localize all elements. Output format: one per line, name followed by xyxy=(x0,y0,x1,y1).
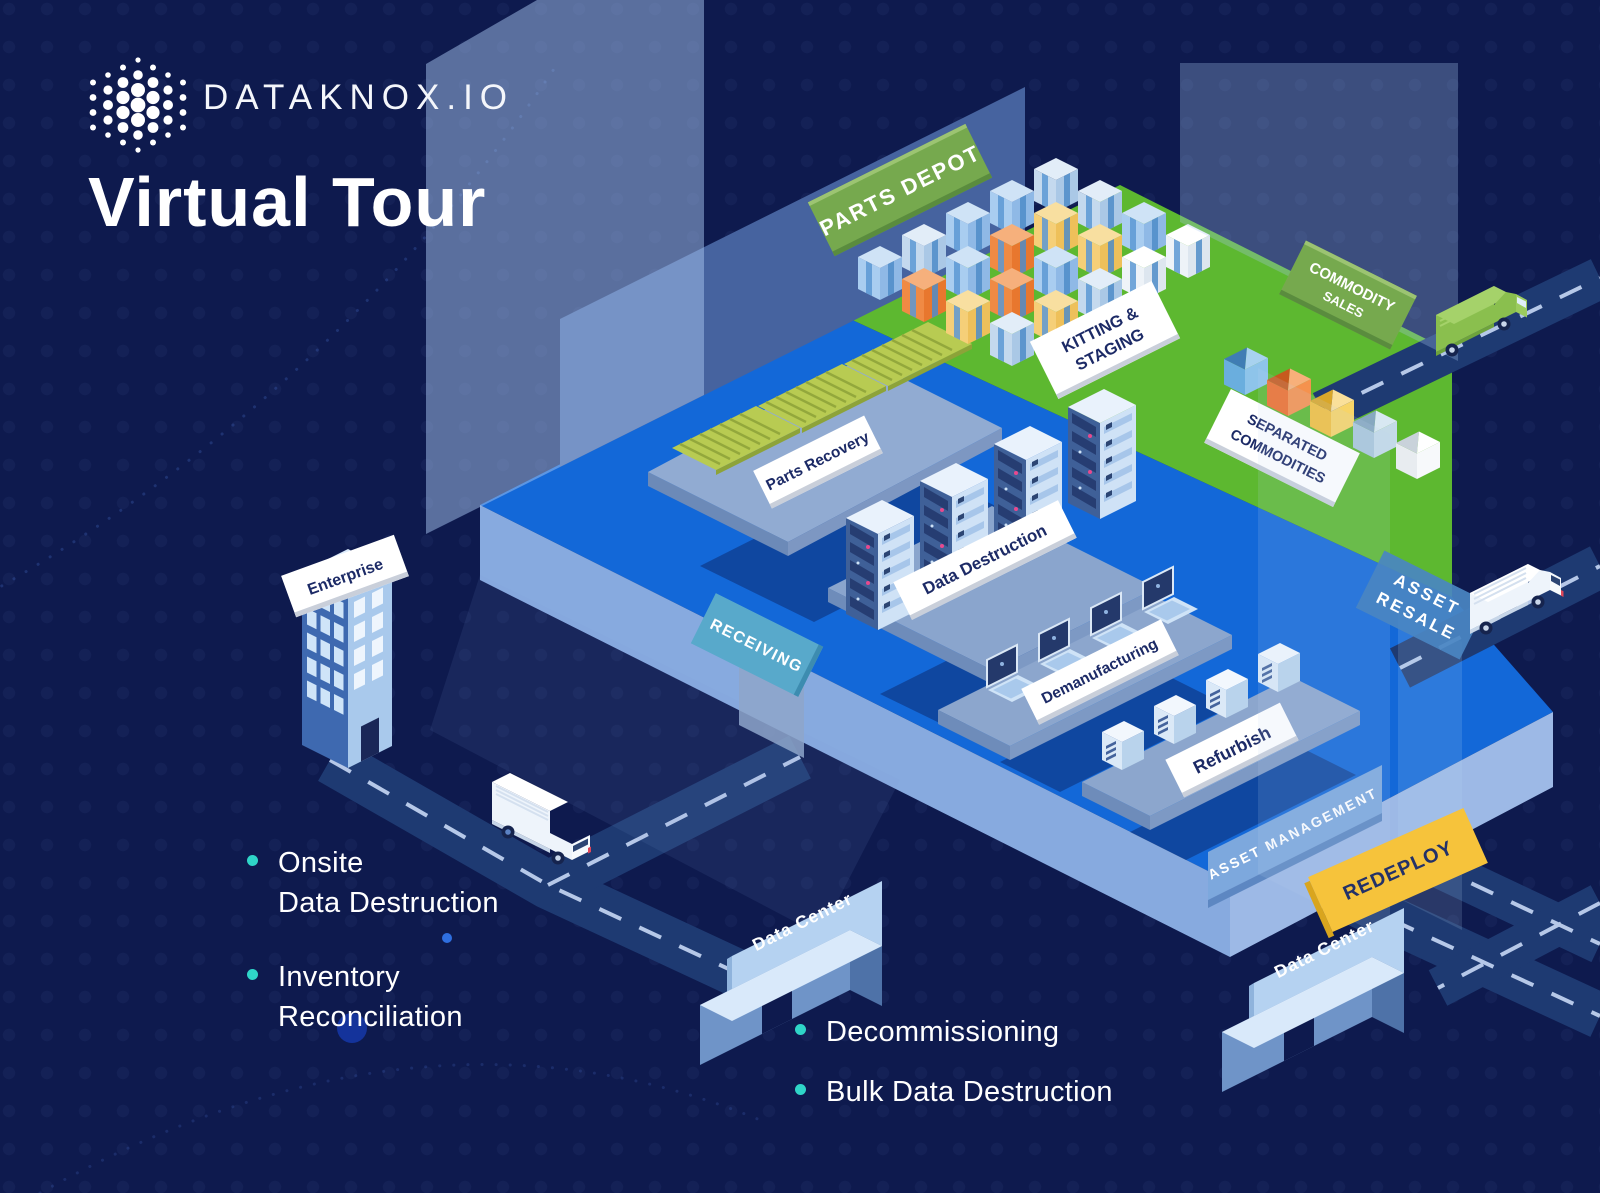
services-list-left: Onsite Data Destruction Inventory Reconc… xyxy=(247,843,499,1037)
delivery-truck-white-right xyxy=(1470,564,1564,635)
platform-edge-sw xyxy=(480,505,1230,957)
bullet-dot-icon xyxy=(795,1024,806,1035)
bullet-dot-icon xyxy=(247,855,258,866)
list-item: Decommissioning xyxy=(795,1012,1113,1052)
list-item: Inventory Reconciliation xyxy=(247,957,499,1037)
service-label: Onsite Data Destruction xyxy=(278,847,499,920)
refurbish-sign[interactable]: Refurbish xyxy=(1165,702,1299,798)
enterprise-sign[interactable]: Enterprise xyxy=(281,534,409,618)
list-item: Onsite Data Destruction xyxy=(247,843,499,923)
shadow-pit xyxy=(1130,747,1356,860)
road-enterprise xyxy=(318,735,811,1000)
kitting-staging-sign[interactable]: KITTING & STAGING xyxy=(1029,281,1181,399)
service-label: Decommissioning xyxy=(826,1016,1060,1048)
accent-dot xyxy=(442,933,452,943)
server-rack xyxy=(846,500,914,630)
delivery-truck-white-left xyxy=(492,773,591,865)
server-rack xyxy=(1068,389,1136,519)
brand-logo xyxy=(89,57,187,153)
asset-resale-sign[interactable]: ASSET RESALE xyxy=(1355,550,1489,660)
bullet-dot-icon xyxy=(247,969,258,981)
wall-panel-left xyxy=(426,0,704,534)
light-apron xyxy=(430,575,900,935)
service-label: Inventory Reconciliation xyxy=(278,961,463,1034)
dotted-curve xyxy=(38,1062,762,1193)
service-label: Bulk Data Destruction xyxy=(826,1076,1113,1109)
accent-dot xyxy=(337,1013,367,1043)
data-center-right-building: Data Center xyxy=(1222,908,1404,1092)
list-item: Bulk Data Destruction xyxy=(795,1072,1113,1112)
brand-name: DATAKNOX.IO xyxy=(203,78,515,117)
bullet-dot-icon xyxy=(795,1084,806,1096)
services-list-bottom: Decommissioning Bulk Data Destruction xyxy=(795,1012,1113,1112)
data-destruction-station xyxy=(828,389,1156,684)
delivery-truck-green xyxy=(1436,286,1527,357)
road-commodity xyxy=(1312,259,1600,431)
light-streak xyxy=(1258,368,1390,940)
page-title: Virtual Tour xyxy=(88,163,487,241)
